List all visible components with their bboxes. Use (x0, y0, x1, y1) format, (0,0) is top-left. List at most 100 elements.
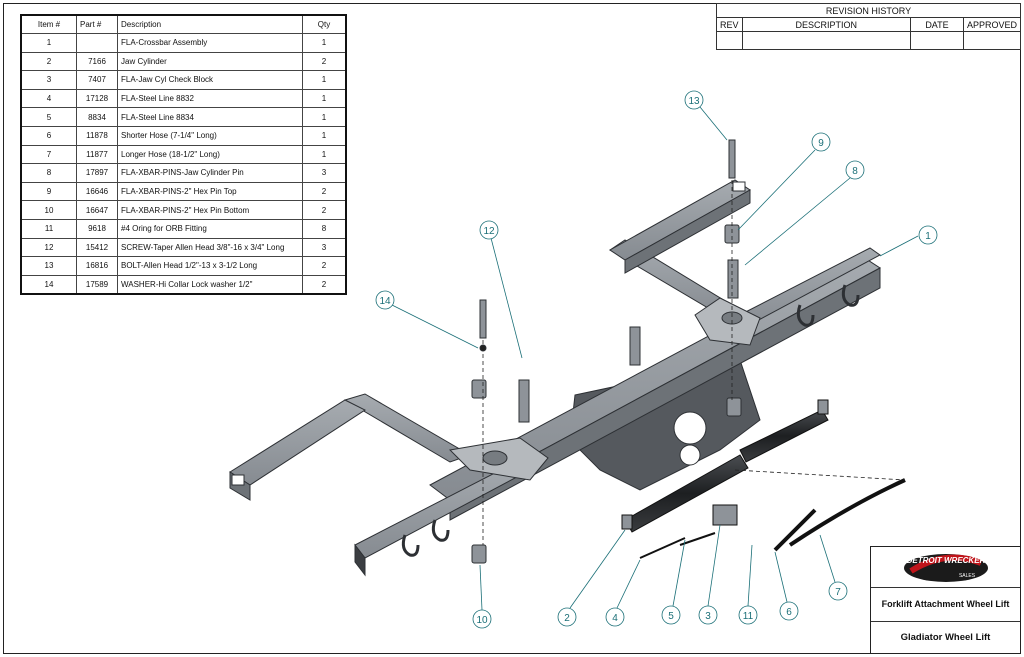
callout-4 (605, 607, 625, 627)
check-block (712, 504, 738, 526)
callouts: 1 2 3 4 5 6 7 8 9 10 11 12 (375, 90, 938, 629)
callout-label-11: 11 (743, 611, 754, 622)
jaw-pin-3 (727, 259, 739, 299)
callout-11 (738, 605, 758, 625)
callout-6 (779, 601, 799, 621)
leader-5 (672, 539, 686, 607)
rev-cell-empty (962, 31, 1022, 50)
detroit-wrecker-logo: DETROIT WRECKER SALES (871, 547, 1020, 588)
callout-8 (845, 160, 865, 180)
leader-13 (699, 106, 728, 141)
jaw-pin-2 (629, 326, 641, 366)
bolt-left (479, 299, 487, 339)
hydraulic-assembly (621, 399, 906, 559)
hook-left-1 (401, 534, 420, 557)
crossbar-beam-side (449, 267, 881, 521)
cell-description: WASHER-Hi Collar Lock washer 1/2" (117, 274, 303, 295)
right-arm-end (732, 181, 746, 192)
hook-left-2 (431, 519, 450, 542)
callout-label-6: 6 (786, 607, 792, 618)
callout-label-10: 10 (476, 615, 488, 626)
cell-quantity: 2 (302, 274, 347, 295)
callout-9 (811, 132, 831, 152)
right-arm-tube (609, 179, 751, 261)
logo-graphic: DETROIT WRECKER SALES (904, 554, 988, 582)
right-arm-side (624, 189, 751, 274)
hook-right-1 (796, 304, 815, 327)
leader-4 (616, 559, 641, 609)
callout-label-8: 8 (852, 166, 858, 177)
callout-label-4: 4 (612, 613, 618, 624)
hex-pin-bottom-right (726, 397, 742, 417)
title-block: DETROIT WRECKER SALES Forklift Attachmen… (870, 546, 1021, 654)
hook-right-2 (841, 284, 860, 307)
steel-line-5 (679, 532, 716, 546)
leader-1 (879, 235, 919, 257)
left-arm-end (231, 474, 245, 486)
leader-8 (744, 177, 851, 266)
hex-pin-top-left (471, 379, 487, 399)
leader-7 (819, 534, 836, 583)
cylinder-end-cap (621, 514, 633, 530)
callout-label-14: 14 (379, 296, 391, 307)
callout-label-1: 1 (925, 231, 931, 242)
cell-quantity: 2 (302, 200, 347, 220)
leader-12 (490, 237, 523, 359)
callout-label-9: 9 (818, 138, 824, 149)
jaw-cylinder-rear (739, 409, 829, 463)
callout-2 (557, 607, 577, 627)
cell-part-number: 17589 (76, 274, 118, 295)
drawing-sheet-border (3, 3, 1021, 654)
leader-2 (569, 529, 626, 609)
callout-10 (472, 609, 492, 629)
callout-13 (684, 90, 704, 110)
hex-pin-bottom-left (471, 544, 487, 564)
left-pivot-hole (482, 450, 508, 466)
left-arm-tube (229, 399, 367, 486)
plate-hole (673, 411, 707, 445)
callout-label-13: 13 (688, 96, 700, 107)
callout-12 (479, 220, 499, 240)
callout-7 (828, 581, 848, 601)
callout-14 (375, 290, 395, 310)
callout-5 (661, 605, 681, 625)
drawing-subtitle: Gladiator Wheel Lift (900, 631, 991, 643)
hex-pin-top-right (724, 224, 740, 244)
callout-label-12: 12 (483, 226, 495, 237)
jaw-pin-1 (518, 379, 530, 423)
callout-label-2: 2 (564, 613, 570, 624)
assembly-line (734, 469, 906, 481)
cell-item-number: 14 (20, 274, 77, 295)
left-rail-side (354, 543, 366, 577)
short-hose (773, 508, 817, 552)
revision-history-table: REVISION HISTORY REV DESCRIPTION DATE AP… (716, 3, 1022, 50)
cylinder-end-cap (817, 399, 829, 415)
leader-6 (774, 551, 788, 603)
rev-cell-empty (741, 31, 911, 50)
logo-sub-text: SALES (959, 573, 976, 579)
drawing-title: Forklift Attachment Wheel Lift (871, 587, 1020, 622)
leader-11 (747, 544, 753, 607)
hardware (471, 139, 742, 564)
steel-line-4 (639, 537, 686, 559)
bolt-right (728, 139, 736, 179)
callout-label-7: 7 (835, 587, 841, 598)
callout-label-3: 3 (705, 611, 711, 622)
leader-14 (391, 304, 479, 349)
assembly-lines (482, 180, 906, 545)
crossbar-assembly (229, 179, 881, 577)
callout-3 (698, 605, 718, 625)
leader-9 (737, 149, 816, 231)
